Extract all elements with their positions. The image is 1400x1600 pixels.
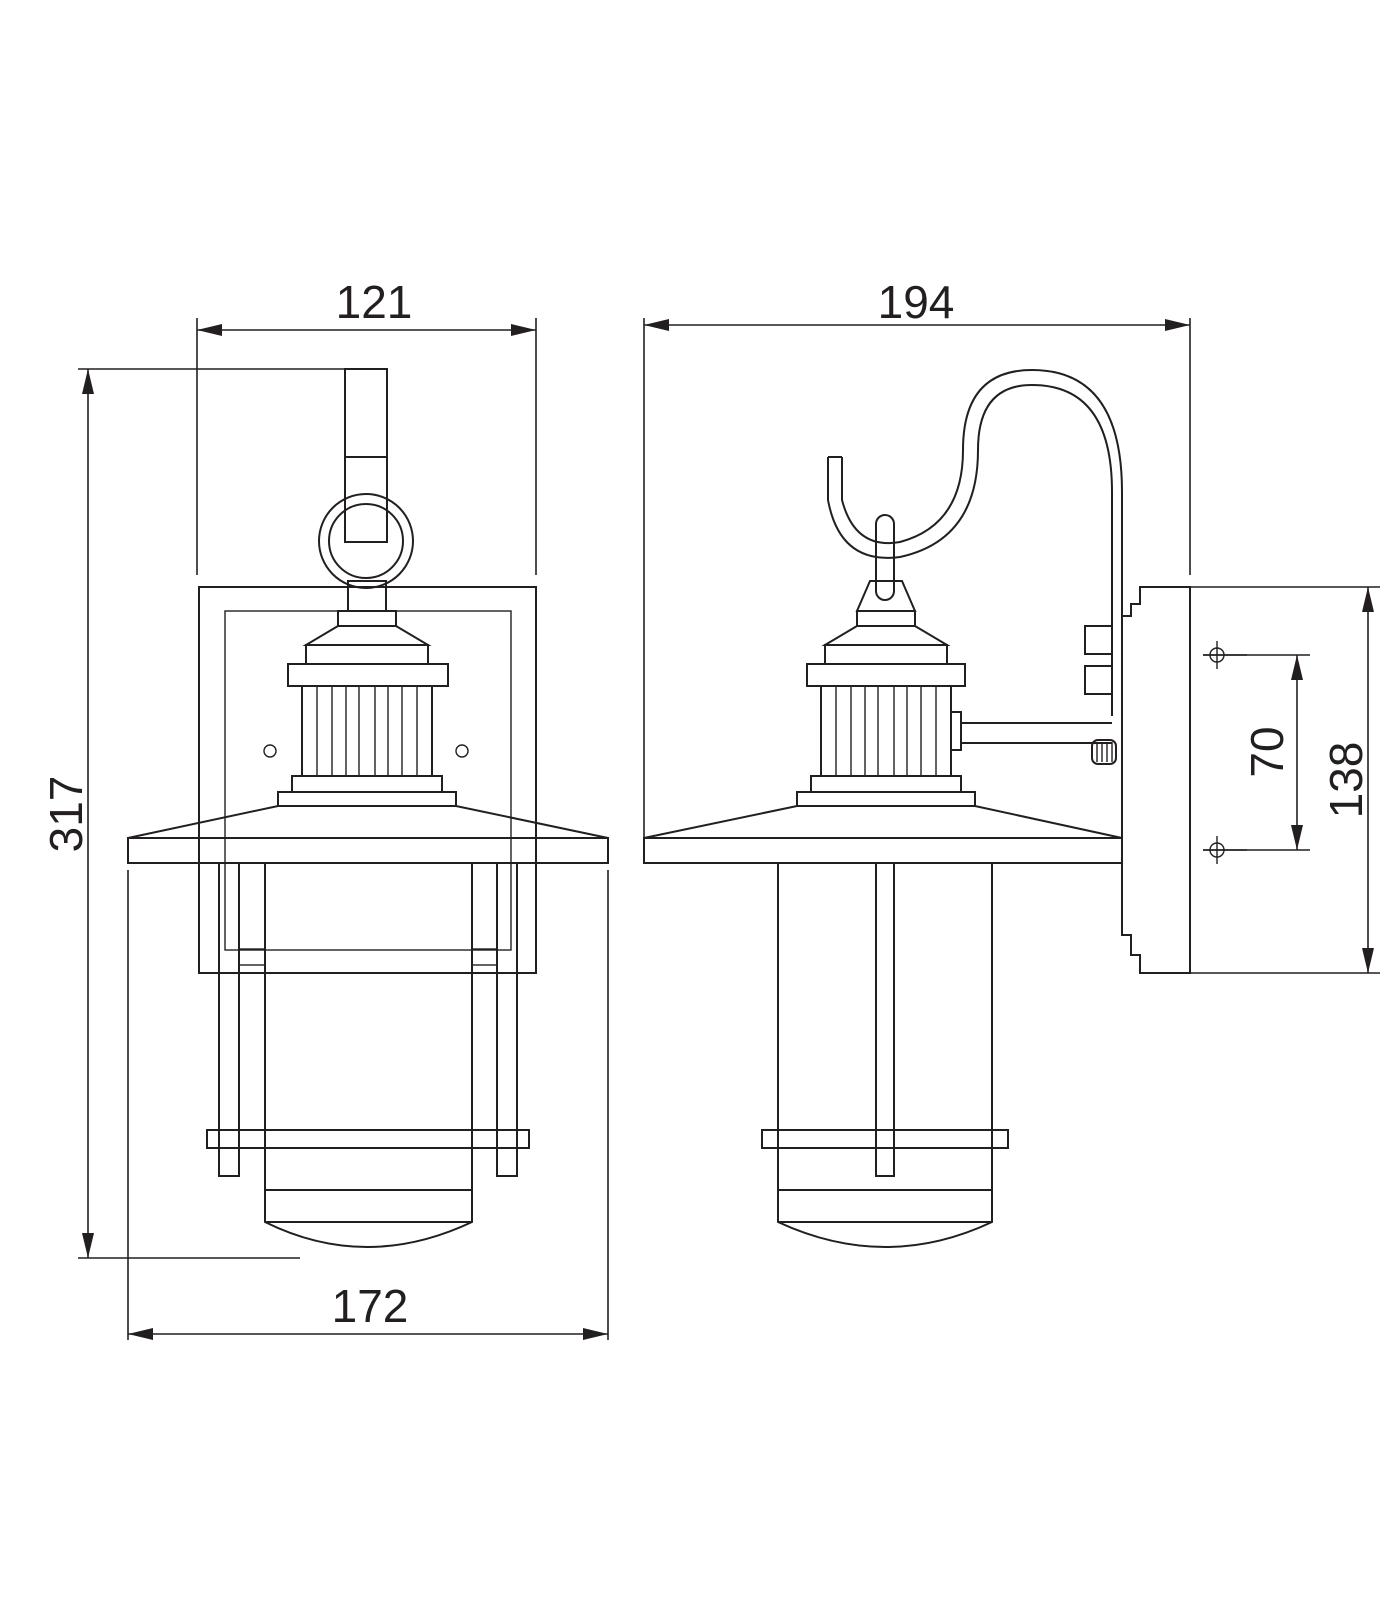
front-arm bbox=[318, 368, 414, 589]
front-shade bbox=[127, 805, 609, 864]
dimension-side-depth-top: 194 bbox=[643, 276, 1191, 838]
dimension-label-121: 121 bbox=[336, 276, 413, 328]
side-support-rod bbox=[950, 711, 1117, 765]
dimension-mount-hole-spacing: 70 bbox=[1203, 654, 1310, 851]
front-cage bbox=[277, 685, 457, 807]
front-glass bbox=[264, 863, 473, 1248]
side-cage bbox=[796, 685, 976, 807]
side-glass bbox=[761, 862, 1009, 1248]
side-backplate bbox=[1121, 586, 1191, 974]
side-hanging-link bbox=[875, 514, 895, 601]
dimension-label-317: 317 bbox=[40, 776, 92, 853]
side-hook-arm bbox=[827, 368, 1123, 716]
front-view bbox=[127, 368, 609, 1248]
front-frame-rods bbox=[206, 862, 530, 1177]
dimension-label-70: 70 bbox=[1241, 726, 1293, 777]
side-fitter bbox=[806, 580, 966, 687]
dimension-backplate-height: 138 bbox=[1190, 586, 1380, 974]
dimension-overall-height: 317 bbox=[40, 368, 345, 1259]
dimension-front-width-bottom: 172 bbox=[127, 870, 609, 1340]
dimension-label-194: 194 bbox=[878, 276, 955, 328]
side-shade bbox=[643, 805, 1123, 864]
dimension-label-138: 138 bbox=[1320, 742, 1372, 819]
side-view bbox=[643, 368, 1247, 1248]
dimension-front-width-top: 121 bbox=[196, 276, 537, 575]
dimension-label-172: 172 bbox=[332, 1280, 409, 1332]
front-fitter bbox=[287, 580, 449, 687]
